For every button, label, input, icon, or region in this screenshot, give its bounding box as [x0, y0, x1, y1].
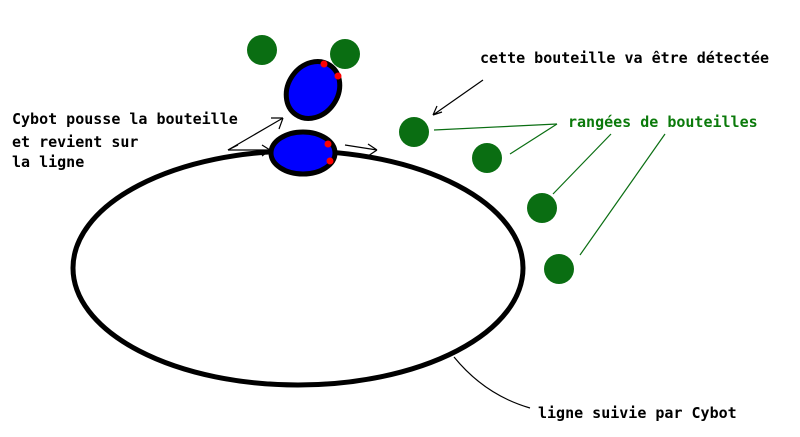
label-bottle-rows: rangées de bouteilles	[568, 113, 758, 131]
bottle	[472, 143, 502, 173]
bottle	[527, 193, 557, 223]
robot-sensor	[324, 140, 332, 148]
robot-body	[268, 129, 338, 177]
robot-sensor	[320, 60, 328, 68]
rows-pointers	[433, 123, 666, 256]
bottle	[544, 254, 574, 284]
label-returns-line2: la ligne	[12, 153, 85, 171]
label-line-followed: ligne suivie par Cybot	[538, 404, 737, 422]
label-cybot-pushes: Cybot pousse la bouteille	[12, 110, 238, 128]
arrow-to-upper-robot	[227, 117, 284, 151]
robot-on-line	[268, 129, 338, 177]
track-line	[70, 148, 526, 388]
arrow-to-lower-robot	[228, 144, 271, 157]
robot-pushing	[283, 59, 343, 121]
pointer-track	[453, 356, 531, 409]
bottle-to-detect	[399, 117, 429, 147]
label-returns-line1: et revient sur	[12, 133, 139, 151]
label-bottle-detected: cette bouteille va être détectée	[480, 49, 769, 67]
direction-arrow	[344, 143, 378, 157]
bottle	[247, 35, 277, 65]
robot-body	[283, 59, 343, 121]
bottle	[330, 39, 360, 69]
arrow-tail-left	[227, 144, 239, 151]
push-arrows	[227, 117, 284, 157]
robot-sensor	[326, 157, 334, 165]
robot-sensor	[334, 72, 342, 80]
pointer-detect	[432, 79, 484, 116]
